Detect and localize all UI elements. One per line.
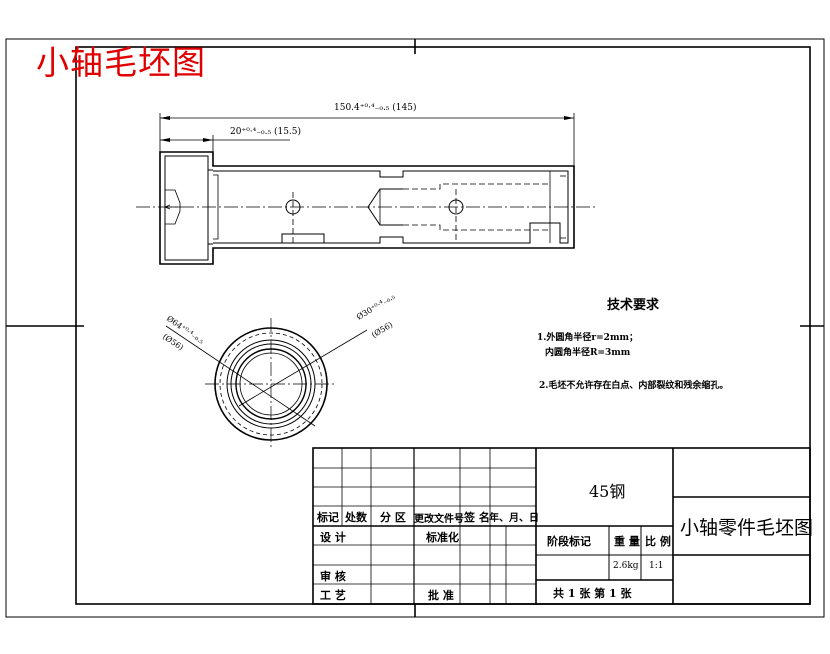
tech-requirements-heading: 技术要求 [607, 298, 660, 313]
tech-requirement-1: 1.外圆角半径r=2mm； [537, 333, 638, 343]
row-standard: 标准化 [426, 531, 459, 544]
scale-label: 比 例 [645, 535, 671, 548]
row-review: 审 核 [320, 570, 346, 583]
header-mark: 标记 [317, 511, 339, 524]
tech-requirement-1b: 内圆角半径R=3mm [545, 348, 631, 358]
weight-value: 2.6kg [613, 561, 639, 571]
header-date: 年、月、日 [489, 513, 539, 524]
side-view-dimensions [159, 113, 575, 166]
shaft-end-view [165, 318, 368, 450]
drawing-title: 小轴毛坯图 [36, 43, 206, 82]
shaft-side-view [136, 151, 598, 265]
tech-requirement-2: 2.毛坯不允许存在白点、内部裂纹和残余缩孔。 [539, 381, 729, 391]
scale-value: 1:1 [649, 561, 664, 571]
header-zone: 分 区 [380, 511, 406, 524]
row-approve: 批 准 [428, 589, 454, 602]
header-doc-no: 更改文件号 [414, 514, 464, 525]
row-design: 设 计 [320, 531, 346, 544]
material-label: 45钢 [589, 482, 626, 501]
title-block-grid [312, 447, 811, 605]
part-name: 小轴零件毛坯图 [680, 517, 814, 539]
dimension-head-length: 20⁺⁰·⁴₋₀.₅ (15.5) [230, 127, 302, 137]
dimension-total-length: 150.4⁺⁰·⁴₋₀.₅ (145) [334, 103, 417, 113]
row-process: 工 艺 [320, 589, 346, 602]
weight-label: 重 量 [614, 535, 640, 548]
stage-mark-label: 阶段标记 [547, 535, 591, 548]
sheet-count: 共 1 张 第 1 张 [553, 587, 632, 600]
header-sign: 签 名 [464, 511, 490, 524]
header-count: 处数 [345, 511, 367, 524]
